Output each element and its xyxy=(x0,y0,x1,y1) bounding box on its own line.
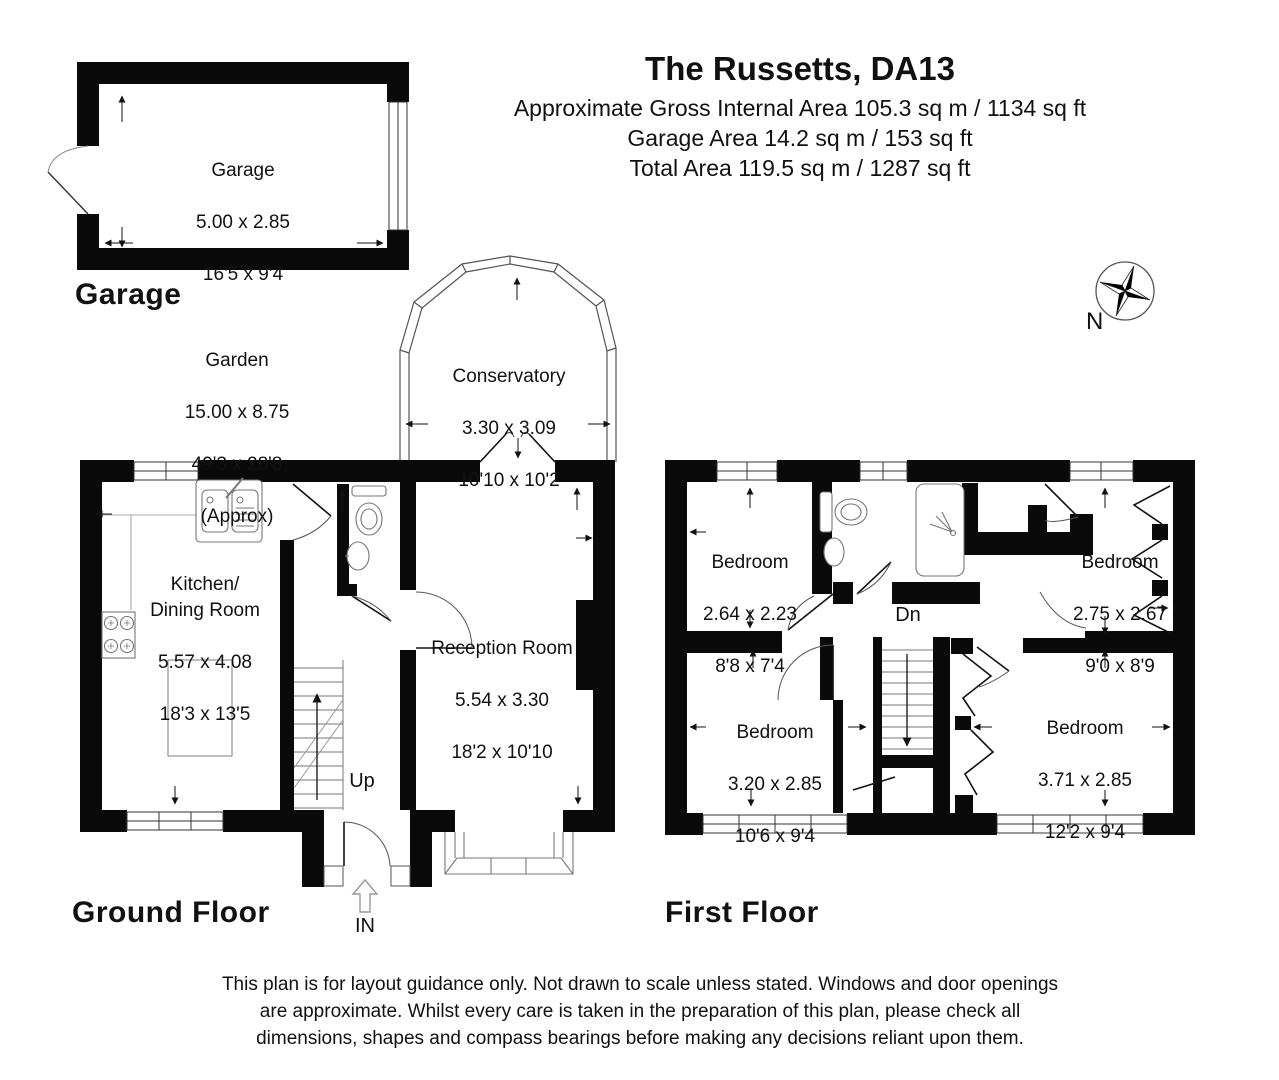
first-floor-label: First Floor xyxy=(665,896,819,929)
conservatory-label: Conservatory 3.30 x 3.09 10'10 x 10'2 xyxy=(452,366,566,491)
stairs-down-label: Dn xyxy=(895,604,921,626)
garage-door xyxy=(47,145,89,215)
garage-area-line: Garage Area 14.2 sq m / 153 sq ft xyxy=(627,125,973,151)
total-area-line: Total Area 119.5 sq m / 1287 sq ft xyxy=(629,155,971,181)
conservatory-glazing xyxy=(399,255,617,462)
ground-floor-dimension-arrows xyxy=(95,487,593,805)
hob-icon xyxy=(101,611,136,659)
compass-north-label: N xyxy=(1086,308,1104,335)
ground-floor-walls xyxy=(80,460,615,887)
entrance-arrow-icon xyxy=(351,878,379,913)
bay-window xyxy=(444,832,574,875)
garden-label: Garden 15.00 x 8.75 49'3 x 28'8 (Approx) xyxy=(184,350,290,527)
garage-window xyxy=(388,101,408,231)
page-title: The Russetts, DA13 xyxy=(645,50,955,87)
first-floor-windows xyxy=(702,461,1144,834)
conservatory-doors xyxy=(479,432,556,463)
wc-toilet-icon xyxy=(351,485,387,536)
wc-basin-icon xyxy=(345,541,370,571)
entrance-label: IN xyxy=(355,915,375,937)
garage-room-label: Garage 5.00 x 2.85 16'5 x 9'4 xyxy=(195,160,291,285)
bedroom-back-right-label: Bedroom 3.71 x 2.85 12'2 x 9'4 xyxy=(1037,718,1133,843)
ground-floor-label: Ground Floor xyxy=(72,896,270,929)
first-floor-doors xyxy=(777,483,1087,791)
bathroom-toilet-icon xyxy=(819,491,868,533)
sink-icon xyxy=(195,477,263,543)
stairs-up xyxy=(293,660,344,810)
stairs-up-label: Up xyxy=(349,770,375,792)
kitchen-counter xyxy=(102,514,196,610)
bedroom-back-left-label: Bedroom 3.20 x 2.85 10'6 x 9'4 xyxy=(727,722,823,847)
bedroom-front-right-label: Bedroom 2.75 x 2.67 9'0 x 8'9 xyxy=(1072,552,1168,677)
compass-rose xyxy=(1095,261,1155,321)
conservatory-dimension-arrows xyxy=(405,277,611,459)
shower-icon xyxy=(915,483,965,577)
ground-floor-doors xyxy=(292,483,473,649)
gross-area-line: Approximate Gross Internal Area 105.3 sq… xyxy=(513,95,1087,121)
garage-dimension-arrows xyxy=(104,95,384,248)
porch-entrance xyxy=(323,821,411,887)
wardrobe-zigzag-right xyxy=(1130,485,1171,634)
bathroom-basin-icon xyxy=(823,537,845,567)
wardrobe-zigzag-left xyxy=(961,653,995,796)
stairs-down xyxy=(882,649,933,750)
garage-plan xyxy=(77,62,409,270)
garage-floor-label: Garage xyxy=(75,278,182,311)
ground-floor-windows xyxy=(126,461,224,831)
title-block: The Russetts, DA13 Approximate Gross Int… xyxy=(390,50,1210,183)
bedroom-front-left-label: Bedroom 2.64 x 2.23 8'8 x 7'4 xyxy=(702,552,798,677)
kitchen-island xyxy=(167,659,233,757)
footer: This plan is for layout guidance only. N… xyxy=(140,944,1140,1080)
kitchen-label: Kitchen/ Dining Room 5.57 x 4.08 18'3 x … xyxy=(150,574,260,725)
reception-label: Reception Room 5.54 x 3.30 18'2 x 10'10 xyxy=(431,638,573,763)
disclaimer-text: This plan is for layout guidance only. N… xyxy=(221,974,1059,1049)
first-floor-walls xyxy=(665,460,1195,835)
first-floor-dimension-arrows xyxy=(689,487,1171,807)
